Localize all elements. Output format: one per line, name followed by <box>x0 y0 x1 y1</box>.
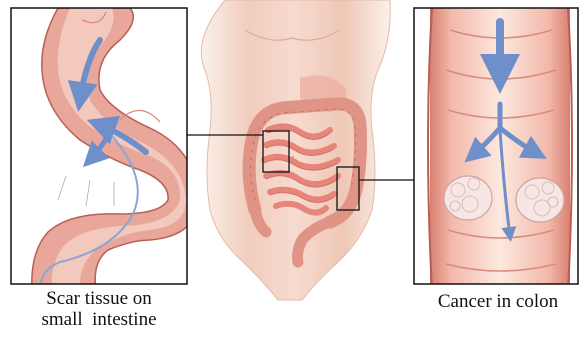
colon-tumor-right <box>516 178 564 222</box>
left-caption: Scar tissue on small intestine <box>14 288 184 330</box>
left-inset <box>11 8 198 290</box>
left-caption-line1: Scar tissue on <box>14 288 184 309</box>
left-caption-line2: small intestine <box>14 309 184 330</box>
right-caption: Cancer in colon <box>418 291 578 312</box>
right-inset <box>414 8 578 290</box>
torso-illustration <box>201 0 390 300</box>
colon-tumor-left <box>444 176 492 220</box>
